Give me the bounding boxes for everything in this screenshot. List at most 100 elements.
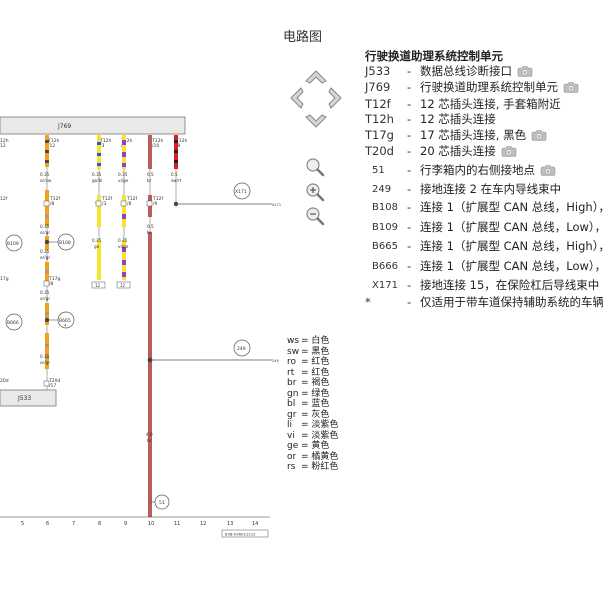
- legend-item-dash: -: [407, 220, 412, 234]
- zoom-in-icon: [306, 183, 325, 202]
- legend-item-desc: 仅适用于带车道保持辅助系统的车辆: [420, 295, 603, 309]
- pan-right-button[interactable]: [322, 85, 348, 111]
- wire-label: 0.5: [147, 172, 154, 177]
- svg-text:11: 11: [174, 521, 180, 527]
- pan-down-button[interactable]: [303, 108, 329, 134]
- splice-b109[interactable]: B109: [5, 234, 23, 252]
- wire-label: 4.0: [146, 432, 153, 437]
- zoom-in-button[interactable]: [305, 182, 325, 202]
- color-key-row: ge= 黄色: [287, 441, 329, 452]
- svg-text:B108: B108: [59, 240, 71, 246]
- ground-249[interactable]: 249: [233, 339, 251, 357]
- camera-icon[interactable]: [517, 65, 533, 77]
- connector-marker: [146, 200, 153, 207]
- color-key-code: gr: [287, 409, 297, 420]
- conn-t12h-a: T12h: [47, 138, 59, 144]
- pan-left-button[interactable]: [284, 85, 310, 111]
- wire-label: or/sw: [40, 178, 52, 183]
- conn-t12h-a2: /12: [48, 143, 55, 149]
- color-key-row: br= 褐色: [287, 378, 329, 389]
- legend-item-desc: 12 芯插头连接: [420, 112, 496, 126]
- conn-t12f-d: T12f: [152, 196, 163, 202]
- camera-icon[interactable]: [531, 129, 547, 141]
- splice-b665[interactable]: B665 *: [47, 311, 75, 330]
- legend-item: B665-连接 1（扩展型 CAN 总线，High），: [365, 237, 603, 255]
- legend-item-code: T12f: [365, 97, 391, 111]
- color-key-row: rt= 红色: [287, 368, 329, 379]
- camera-icon[interactable]: [540, 164, 556, 176]
- wire-label: 0.35: [118, 238, 128, 243]
- color-key-row: gr = 灰色: [287, 410, 329, 421]
- camera-icon[interactable]: [501, 145, 517, 157]
- legend-item-desc: 连接 1（扩展型 CAN 总线，Low），: [420, 220, 603, 234]
- color-key-name: = 灰色: [301, 409, 330, 420]
- color-key-code: br: [287, 378, 297, 388]
- conn-t20d: T20d: [48, 378, 60, 384]
- wire-label: ge: [94, 244, 100, 249]
- magnifier-icon: [306, 158, 325, 177]
- wire-label: br: [147, 178, 152, 183]
- wire-label: br: [147, 230, 152, 235]
- svg-text:B109: B109: [7, 241, 19, 247]
- wire-col11[interactable]: [173, 135, 179, 207]
- track-numbers: 5 6 7 8 9 10 11 12 13 14: [21, 521, 258, 527]
- color-key-row: sw= 黑色: [287, 347, 329, 358]
- legend-item-dash: -: [407, 64, 412, 78]
- wire-label: 0.5: [171, 172, 178, 177]
- legend-item-desc: 接地连接 15，在保险杠后导线束中: [420, 278, 600, 292]
- arrow-right-icon: [328, 87, 342, 109]
- edge-label-249: 249: [272, 359, 279, 363]
- ground-x171[interactable]: X171: [233, 182, 251, 200]
- wire-label: ge/bl: [92, 178, 102, 183]
- small-box-a: 12: [91, 281, 106, 289]
- conn-t12f-a: T12f: [49, 196, 60, 202]
- wire-col8[interactable]: [97, 135, 101, 280]
- module-j769-box[interactable]: [0, 116, 186, 135]
- wire-label: 0.35: [118, 172, 128, 177]
- wire-label: or/gr: [40, 296, 50, 301]
- legend-item-code: T20d: [365, 144, 394, 158]
- splice-b108[interactable]: B108: [47, 233, 75, 251]
- color-key-row: ro = 红色: [287, 357, 329, 368]
- camera-icon[interactable]: [563, 81, 579, 93]
- pan-up-button[interactable]: [303, 64, 329, 90]
- color-key-row: ws= 白色: [287, 336, 329, 347]
- color-key-name: = 绿色: [301, 388, 330, 399]
- wire-col10-ground[interactable]: [147, 135, 153, 517]
- svg-text:83B-036021112: 83B-036021112: [225, 532, 256, 537]
- color-key-code: ro: [287, 357, 297, 367]
- module-j533-box[interactable]: [0, 389, 57, 407]
- legend-item-desc: 连接 1（扩展型 CAN 总线，High），: [420, 200, 603, 214]
- ground-51[interactable]: 51: [150, 494, 170, 510]
- legend-item: J533-数据总线诊断接口: [365, 62, 533, 80]
- zoom-out-button[interactable]: [305, 206, 325, 226]
- legend-item-code: 51: [372, 164, 385, 176]
- zoom-out-icon: [306, 207, 325, 226]
- legend-item-dash: -: [407, 163, 412, 177]
- svg-text:51: 51: [159, 500, 165, 506]
- splice-b666[interactable]: B666: [5, 313, 23, 331]
- legend-item-code: B665: [372, 240, 398, 252]
- legend-item-dash: -: [407, 144, 412, 158]
- color-key-name: = 白色: [301, 336, 330, 346]
- color-key-row: li= 淡紫色: [287, 420, 338, 431]
- wire-col9[interactable]: [122, 135, 126, 280]
- svg-text:B666: B666: [7, 320, 19, 326]
- legend-item-desc: 数据总线诊断接口: [420, 64, 512, 78]
- legend-item-code: T17g: [365, 128, 394, 142]
- legend-item-dash: -: [407, 295, 412, 309]
- svg-text:8: 8: [98, 521, 101, 527]
- legend-item-code: B108: [372, 201, 398, 213]
- color-key-name: = 红色: [301, 357, 330, 367]
- legend-item: B666-连接 1（扩展型 CAN 总线，Low），: [365, 257, 603, 275]
- color-key-code: ws: [287, 336, 300, 346]
- color-key-name: = 淡紫色: [301, 420, 339, 430]
- conn-t20d-left: 20d: [0, 378, 9, 384]
- legend-item-dash: -: [407, 239, 412, 253]
- legend-item-desc: 行驶换道助理系统控制单元: [420, 80, 558, 94]
- legend-item-desc: 接地连接 2 在车内导线束中: [420, 182, 562, 196]
- legend-item: T20d-20 芯插头连接: [365, 142, 517, 160]
- page-title: 电路图: [283, 30, 323, 45]
- zoom-reset-button[interactable]: [305, 157, 325, 177]
- legend-item: 51-行李箱内的右侧接地点: [365, 161, 556, 179]
